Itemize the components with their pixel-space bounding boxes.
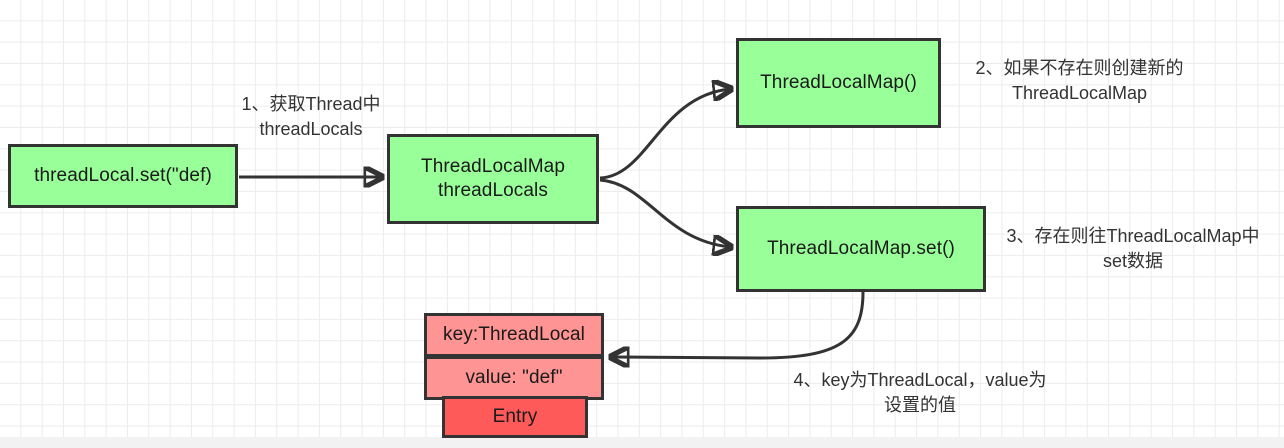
edge-threadlocals-to-map-ctor — [599, 89, 730, 180]
node-threadlocals-map-label: ThreadLocalMap threadLocals — [421, 155, 565, 201]
node-threadlocals-map[interactable]: ThreadLocalMap threadLocals — [387, 134, 599, 224]
annotation-step-2: 2、如果不存在则创建新的 ThreadLocalMap — [975, 58, 1184, 103]
node-entry-value-label: value: "def" — [465, 366, 563, 388]
annotation-step-3: 3、存在则往ThreadLocalMap中 set数据 — [1006, 226, 1260, 271]
edge-map-set-to-entry — [612, 291, 865, 358]
node-entry-title-label: Entry — [492, 405, 538, 427]
node-threadlocalmap-set[interactable]: ThreadLocalMap.set() — [736, 206, 986, 292]
annotation-step-1: 1、获取Thread中 threadLocals — [241, 94, 381, 139]
node-threadlocalmap-constructor-label: ThreadLocalMap() — [760, 71, 917, 93]
bottom-strip — [0, 437, 1284, 448]
node-threadlocal-set[interactable]: threadLocal.set("def) — [8, 144, 238, 208]
node-entry-key[interactable]: key:ThreadLocal — [424, 313, 604, 357]
node-threadlocalmap-constructor[interactable]: ThreadLocalMap() — [736, 38, 941, 128]
node-threadlocalmap-set-label: ThreadLocalMap.set() — [767, 237, 955, 259]
node-threadlocal-set-label: threadLocal.set("def) — [34, 164, 212, 186]
node-entry-value[interactable]: value: "def" — [424, 356, 604, 400]
annotation-step-4: 4、key为ThreadLocal，value为 设置的值 — [793, 370, 1047, 415]
edge-threadlocals-to-map-set — [599, 178, 730, 247]
node-entry-key-label: key:ThreadLocal — [443, 323, 585, 345]
node-entry-title[interactable]: Entry — [442, 396, 588, 438]
